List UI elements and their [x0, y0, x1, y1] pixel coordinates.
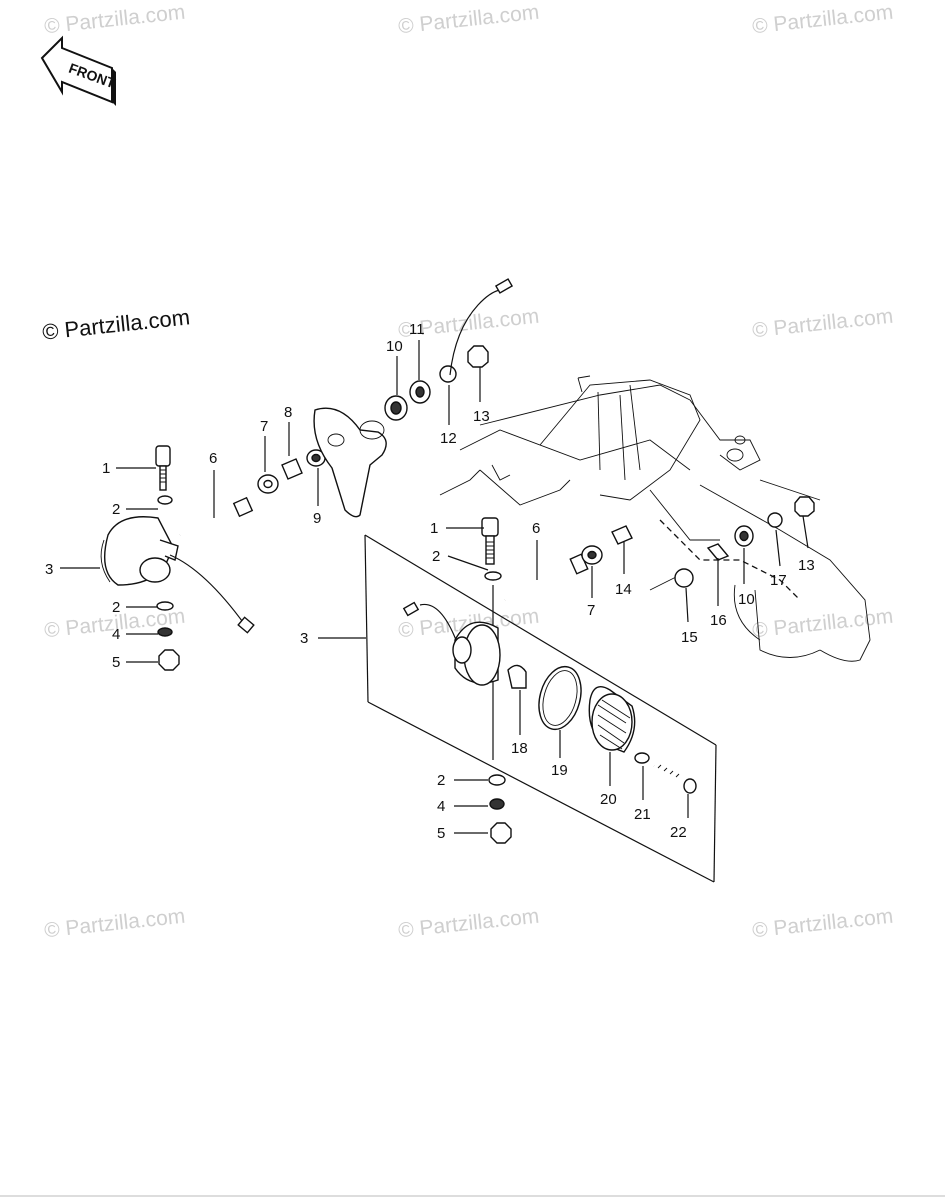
connector-left	[237, 616, 255, 634]
connector-upper	[494, 278, 514, 294]
callout-7-left: 7	[260, 418, 268, 435]
washer-2-bottom-right	[488, 774, 506, 786]
callout-6-right: 6	[532, 520, 540, 537]
callout-10-top: 10	[386, 338, 403, 355]
callout-4-right: 4	[437, 798, 445, 815]
callout-5-right: 5	[437, 825, 445, 842]
left-turn-signal-assembly	[100, 278, 514, 671]
nut-13-top	[467, 345, 489, 368]
callout-2-left-top: 2	[112, 501, 120, 518]
collar-14	[611, 525, 633, 545]
callout-2-left-bottom: 2	[112, 599, 120, 616]
callout-12: 12	[440, 430, 457, 447]
callout-17: 17	[770, 572, 787, 589]
turn-signal-housing-left	[100, 516, 179, 586]
lock-washer-12	[439, 365, 457, 383]
lens-20	[588, 686, 636, 753]
callout-3-left: 3	[45, 561, 53, 578]
stay-6-left	[179, 496, 254, 537]
callouts: 1 2 3 2 4 5 6 7 8 9 10 11 12 13 1 2 6 7	[45, 321, 815, 842]
wire-left	[169, 554, 246, 626]
washer-2-bottom-left	[156, 601, 174, 611]
callout-5-left: 5	[112, 654, 120, 671]
headlight-bracket	[313, 407, 387, 518]
front-arrow-icon: FRONT	[40, 35, 118, 106]
screw-22	[653, 764, 697, 794]
callout-7-right: 7	[587, 602, 595, 619]
callout-1-right: 1	[430, 520, 438, 537]
lock-washer-4-right	[489, 798, 505, 810]
washer-17	[767, 512, 783, 528]
bolt-1-left	[155, 445, 171, 491]
callout-20: 20	[600, 791, 617, 808]
wire-upper	[449, 289, 501, 376]
callout-3-right: 3	[300, 630, 308, 647]
nut-5-right	[490, 822, 512, 844]
washer-2-top-left	[157, 495, 173, 505]
lock-washer-4-left	[157, 627, 173, 637]
callout-18: 18	[511, 740, 528, 757]
callout-11: 11	[409, 321, 425, 338]
callout-6-left: 6	[209, 450, 217, 467]
callout-8: 8	[284, 404, 292, 421]
connector-right	[402, 601, 420, 617]
callout-16: 16	[710, 612, 727, 629]
gasket-19	[538, 665, 582, 731]
callout-9: 9	[313, 510, 321, 527]
callout-1-left: 1	[102, 460, 110, 477]
collar-8	[281, 458, 303, 480]
callout-22: 22	[670, 824, 687, 841]
callout-21: 21	[634, 806, 651, 823]
bolt-1-right	[481, 517, 499, 537]
callout-2-right-top: 2	[432, 548, 440, 565]
nut-5-left	[158, 649, 180, 671]
plate-16	[706, 543, 730, 561]
collar-15	[674, 568, 694, 588]
nut-13-right	[794, 496, 815, 517]
callout-14: 14	[615, 581, 632, 598]
callout-19: 19	[551, 762, 568, 779]
washer-21	[634, 752, 650, 764]
right-turn-signal-assembly	[402, 517, 697, 844]
turn-signal-exploded-box	[364, 534, 717, 883]
washer-2-top-right	[484, 571, 502, 581]
right-turn-signal-mount	[504, 496, 815, 602]
callout-4-left: 4	[112, 626, 120, 643]
callout-10-right: 10	[738, 591, 755, 608]
callout-13-top: 13	[473, 408, 490, 425]
bulb-18	[507, 664, 527, 689]
callout-15: 15	[681, 629, 698, 646]
callout-13-right: 13	[798, 557, 815, 574]
callout-2-right-bottom: 2	[437, 772, 445, 789]
